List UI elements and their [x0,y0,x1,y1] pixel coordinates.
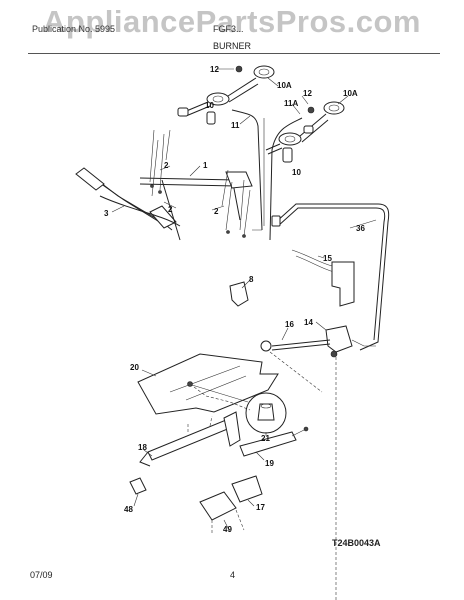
footer-page-number: 4 [230,570,236,580]
callout-2-right: 2 [214,207,219,216]
callout-48: 48 [124,505,133,514]
callout-16: 16 [285,320,294,329]
footer-date: 07/09 [30,570,53,580]
callout-15: 15 [323,254,332,263]
callout-2-upper: 2 [164,161,169,170]
callout-12-rear: 12 [210,65,219,74]
callout-12-front: 12 [303,89,312,98]
callout-20: 20 [130,363,139,372]
callout-10-rear: 10 [205,101,214,110]
burner-support-frame [75,167,253,241]
callout-1-label: 1 [203,161,208,170]
callout-18: 18 [138,443,147,452]
callout-11: 11 [231,121,240,130]
callout-11a: 11A [284,99,298,108]
callout-10-front: 10 [292,168,301,177]
callout-8: 8 [249,275,254,284]
callout-10a-front: 10A [343,89,358,98]
watermark: AppliancePartsPros.com [43,4,421,39]
model-number: FGF3... [213,24,244,34]
callout-36: 36 [356,224,365,233]
callout-19: 19 [265,459,274,468]
section-title: BURNER [212,41,251,51]
callout-10a-rear: 10A [277,81,292,90]
callout-14: 14 [304,318,313,327]
publication-number: Publication No. 5995 [32,24,116,34]
figure-code: T24B0043A [332,538,381,548]
callout-17: 17 [256,503,265,512]
burner-assembly-rear [177,65,275,125]
callout-21: 21 [261,434,270,443]
callout-2-left: 2 [168,205,173,214]
header-rule [28,53,440,54]
callout-3: 3 [104,209,109,218]
burner-assembly-front [265,101,345,163]
callout-49: 49 [223,525,232,534]
